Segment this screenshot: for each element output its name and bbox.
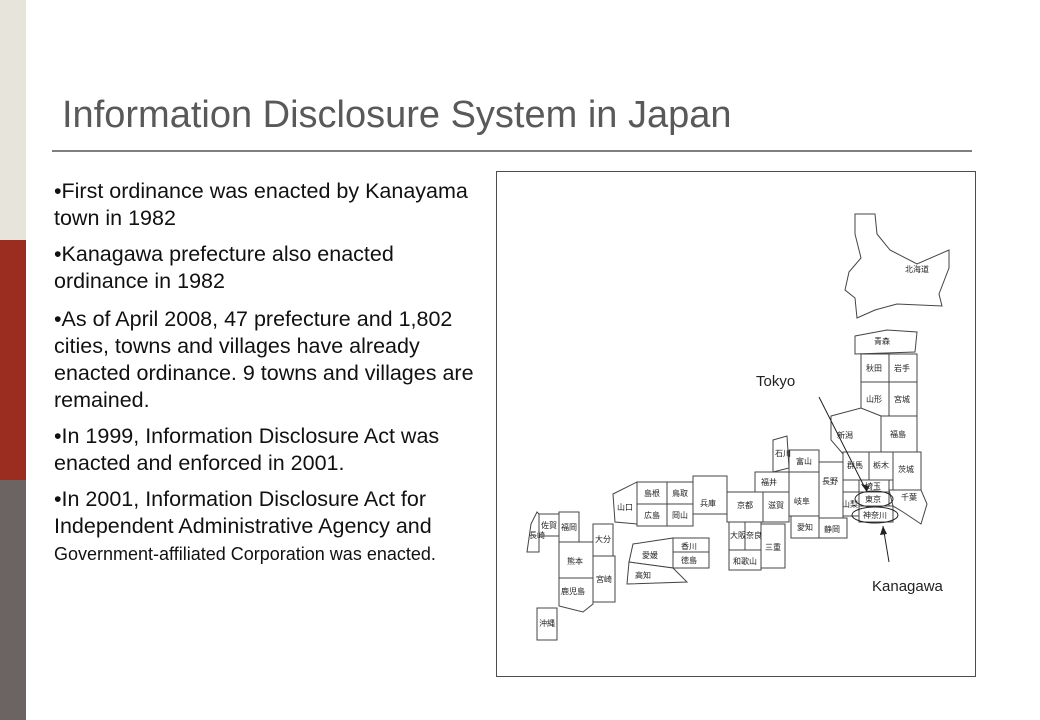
prefecture-label: 富山: [796, 456, 812, 466]
prefecture-wakayama: [728, 549, 762, 571]
prefecture-label: 奈良: [746, 530, 762, 540]
bullet-text: •In 2001, Information Disclosure Act for…: [54, 487, 432, 538]
prefecture-label: 宮城: [894, 394, 910, 404]
prefecture-label: 千葉: [901, 492, 917, 502]
prefecture-label: 東京: [865, 494, 881, 504]
prefecture-label: 徳島: [681, 555, 697, 565]
title-divider: [52, 150, 972, 152]
prefecture-label: 山梨: [842, 499, 858, 509]
prefecture-label: 熊本: [567, 556, 583, 566]
prefecture-label: 群馬: [847, 460, 863, 470]
prefecture-gifu: [788, 471, 820, 517]
slide-title: Information Disclosure System in Japan: [62, 94, 732, 136]
prefecture-miyagi: [888, 381, 918, 417]
prefecture-label: 石川: [775, 449, 791, 458]
prefecture-label: 大阪: [730, 530, 746, 540]
prefecture-shiga: [762, 491, 790, 523]
sidebar-accent: [0, 0, 26, 720]
prefecture-nagasaki: [526, 511, 540, 553]
prefecture-label: 長野: [822, 477, 838, 486]
tokyo-pointer: [818, 396, 868, 493]
prefecture-label: 愛知: [797, 522, 813, 532]
prefecture-label: 山口: [617, 502, 633, 512]
prefecture-label: 新潟: [837, 430, 853, 440]
prefecture-label: 鳥取: [672, 488, 688, 498]
prefecture-label: 青森: [874, 336, 890, 346]
prefecture-aomori: [854, 329, 918, 355]
prefecture-mie: [760, 523, 786, 569]
prefecture-label: 福井: [761, 477, 777, 487]
prefecture-label: 岩手: [894, 363, 910, 373]
prefecture-label: 沖縄: [539, 618, 555, 628]
prefecture-yamaguchi: [612, 481, 638, 525]
prefecture-label: 滋賀: [768, 500, 784, 510]
kanagawa-highlight: [851, 506, 899, 524]
prefecture-ibaraki: [892, 451, 922, 491]
bullet-item: •Kanagawa prefecture also enacted ordina…: [54, 242, 394, 293]
prefecture-label: 香川: [681, 541, 697, 551]
accent-bar-beige: [0, 0, 26, 240]
prefecture-label: 愛媛: [642, 550, 658, 560]
bullet-text-small: Government-affiliated Corporation was en…: [54, 544, 436, 564]
prefecture-kagoshima: [558, 577, 594, 613]
prefecture-label: 京都: [737, 500, 753, 510]
kanagawa-arrowhead: [880, 526, 887, 535]
accent-bar-gray: [0, 480, 26, 720]
prefecture-nagano: [818, 461, 844, 519]
prefecture-label: 島根: [644, 488, 660, 498]
prefecture-label: 栃木: [873, 460, 889, 470]
prefecture-label: 鹿児島: [561, 586, 585, 596]
prefecture-label: 神奈川: [863, 510, 887, 520]
bullet-item: •In 2001, Information Disclosure Act for…: [54, 486, 494, 568]
prefecture-label: 福岡: [561, 523, 577, 532]
prefecture-label: 三重: [765, 542, 781, 552]
prefecture-label: 和歌山: [733, 556, 757, 566]
prefecture-label: 埼玉: [865, 481, 881, 491]
bullet-item: •In 1999, Information Disclosure Act was…: [54, 424, 440, 475]
prefecture-label: 宮崎: [596, 574, 612, 584]
accent-bar-red: [0, 240, 26, 480]
prefecture-fukushima: [880, 415, 918, 453]
prefecture-label: 秋田: [866, 363, 882, 373]
bullet-list: •First ordinance was enacted by Kanayama…: [54, 178, 494, 577]
prefecture-label: 広島: [644, 510, 660, 520]
prefecture-label: 大分: [595, 534, 611, 544]
prefecture-label: 静岡: [824, 524, 840, 534]
kanagawa-callout-label: Kanagawa: [872, 578, 944, 595]
prefecture-label: 岐阜: [794, 496, 810, 506]
prefecture-label: 福島: [890, 429, 906, 439]
bullet-item: •First ordinance was enacted by Kanayama…: [54, 179, 468, 230]
prefecture-okayama: [666, 503, 694, 527]
prefecture-label: 茨城: [898, 464, 914, 474]
tokyo-arrowhead: [861, 484, 869, 492]
tokyo-callout-label: Tokyo: [756, 373, 795, 390]
prefecture-kyoto: [726, 491, 764, 523]
prefecture-label: 山形: [866, 394, 882, 404]
japan-map: 北海道 青森 秋田 岩手 山形 宮城 新潟 福島 群馬 栃木 茨城 石川 富山 …: [496, 171, 976, 677]
prefecture-label: 北海道: [905, 264, 929, 274]
prefecture-label: 高知: [635, 570, 651, 580]
prefecture-hokkaido: [844, 213, 950, 319]
prefecture-aichi: [790, 515, 820, 539]
prefecture-kochi: [626, 561, 689, 585]
bullet-item: •As of April 2008, 47 prefecture and 1,8…: [54, 307, 474, 412]
prefecture-hyogo: [692, 475, 728, 515]
prefecture-label: 兵庫: [700, 498, 716, 508]
japan-prefecture-map: 北海道 青森 秋田 岩手 山形 宮城 新潟 福島 群馬 栃木 茨城 石川 富山 …: [526, 213, 950, 641]
prefecture-okinawa: [536, 607, 558, 641]
prefecture-label: 長崎: [529, 530, 545, 540]
prefecture-label: 岡山: [672, 510, 688, 520]
prefecture-label: 佐賀: [541, 520, 557, 530]
